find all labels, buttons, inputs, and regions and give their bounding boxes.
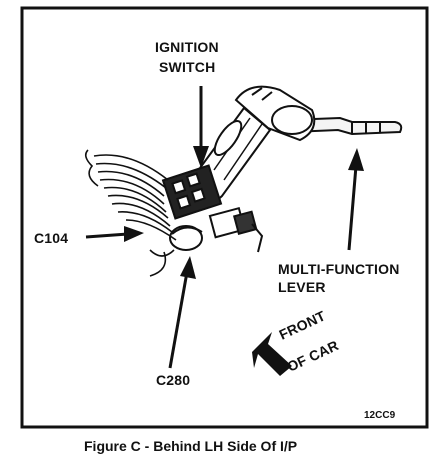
multi-function-arrow: [347, 165, 358, 251]
c280-arrow: [168, 271, 189, 369]
steering-column-illustration: [161, 85, 403, 253]
c280-arrowhead: [180, 256, 196, 279]
label-multi-function-line2: LEVER: [278, 279, 326, 295]
label-c280: C280: [156, 372, 190, 388]
label-multi-function-line1: MULTI-FUNCTION: [278, 261, 400, 277]
c104-arrow: [85, 232, 129, 239]
wiring-harness: [84, 149, 177, 277]
label-front-line1: FRONT: [277, 307, 329, 342]
front-of-car-arrow: [252, 332, 292, 376]
figure-caption: Figure C - Behind LH Side Of I/P: [84, 438, 297, 454]
label-ignition-line2: SWITCH: [159, 59, 215, 75]
label-front-line2: OF CAR: [285, 337, 341, 375]
label-figure-code: 12CC9: [364, 410, 396, 421]
c104-arrowhead: [124, 226, 144, 242]
arrows: [85, 86, 364, 376]
label-c104: C104: [34, 230, 68, 246]
multi-function-arrowhead: [348, 148, 364, 171]
diagram-frame: [20, 6, 429, 429]
ignition-switch-arrowhead: [193, 146, 209, 168]
label-ignition-line1: IGNITION: [155, 39, 219, 55]
